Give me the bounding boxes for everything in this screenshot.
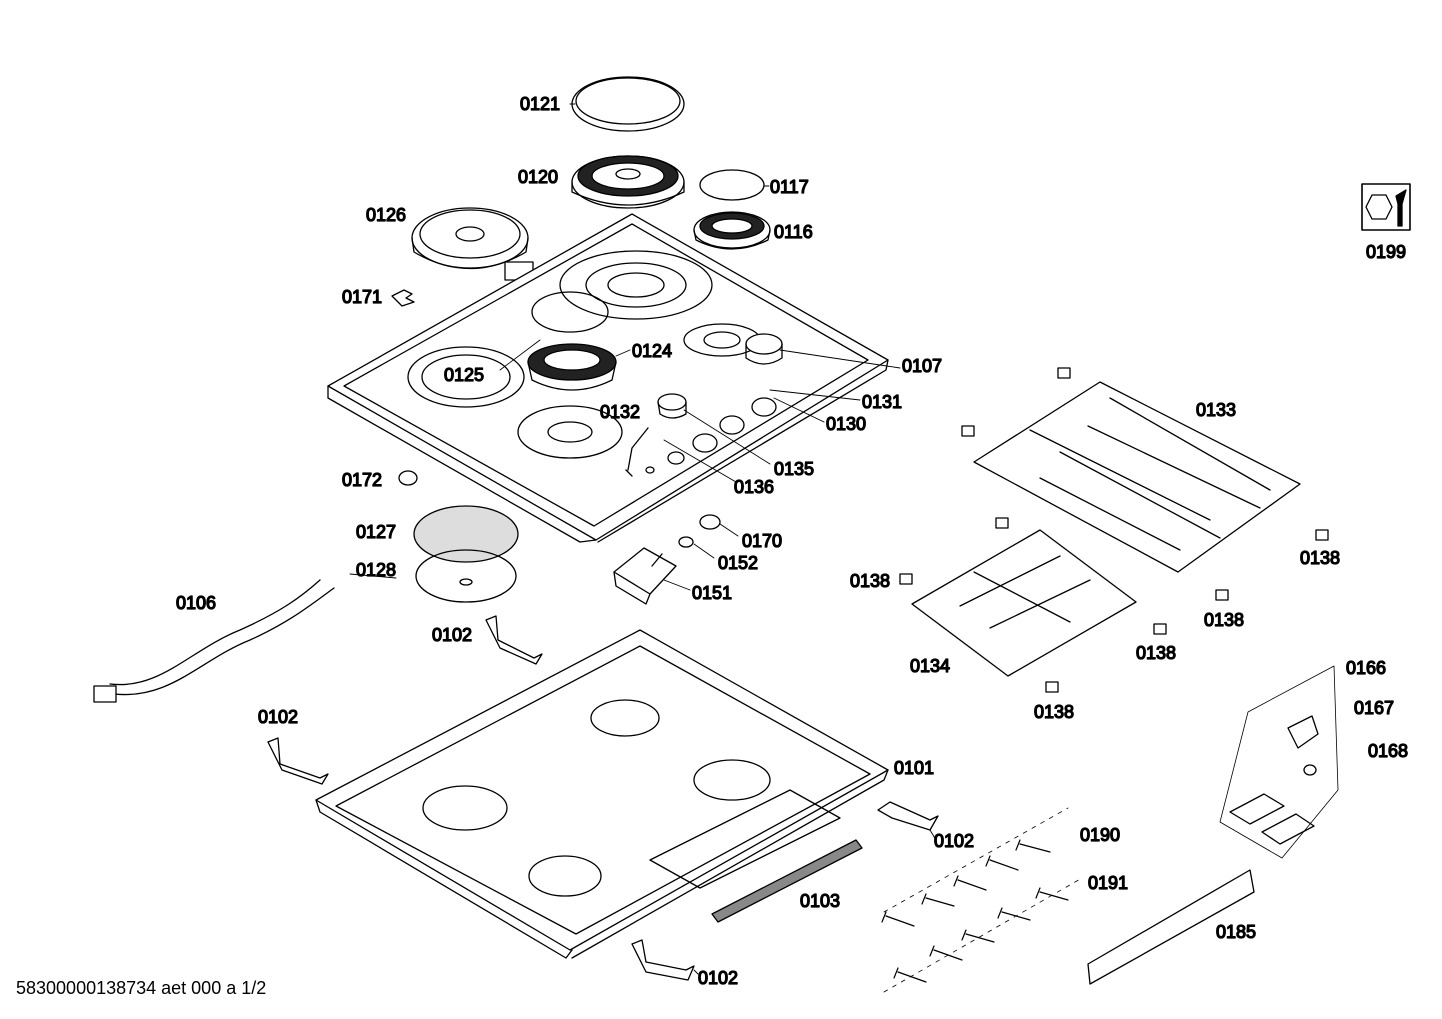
wrench-tool-icon — [1361, 183, 1411, 231]
burner-ring-semi-rapid — [527, 291, 617, 391]
hotplate-rapid — [411, 207, 534, 281]
label-0191: 0191 — [1088, 873, 1128, 893]
screw-set — [881, 807, 1083, 993]
label-0185: 0185 — [1216, 922, 1256, 942]
bracket-clip — [391, 289, 415, 307]
nut-hex — [398, 470, 418, 486]
label-0128: 0128 — [356, 560, 396, 580]
label-0117: 0117 — [770, 177, 809, 197]
thermocouple — [625, 427, 649, 477]
gas-connection-kit — [1219, 665, 1339, 859]
gas-valve — [613, 547, 677, 605]
control-knob — [745, 333, 783, 365]
label-0134: 0134 — [910, 656, 950, 676]
pan-support-small — [911, 529, 1137, 677]
label-0106: 0106 — [176, 593, 216, 613]
label-0102-a: 0102 — [432, 625, 472, 645]
label-0102-b: 0102 — [258, 707, 298, 727]
seal-strip — [711, 839, 863, 923]
label-0121: 0121 — [520, 94, 560, 114]
pan-support-large — [973, 381, 1301, 573]
bracket-3 — [877, 801, 939, 831]
label-0125: 0125 — [444, 365, 484, 385]
label-0107: 0107 — [902, 356, 942, 376]
cable-connector — [93, 685, 117, 703]
hotplate-underside — [413, 505, 519, 603]
label-0132: 0132 — [600, 402, 640, 422]
drawing-reference-code: 58300000138734 aet 000 a 1/2 — [16, 978, 267, 998]
label-0170: 0170 — [742, 531, 782, 551]
label-0138-a: 0138 — [850, 571, 890, 591]
label-0126: 0126 — [366, 205, 406, 225]
label-0120: 0120 — [518, 167, 558, 187]
label-0101: 0101 — [894, 758, 934, 778]
label-0135: 0135 — [774, 459, 814, 479]
label-0166: 0166 — [1346, 658, 1386, 678]
bracket-1 — [485, 615, 543, 665]
burner-cap-small — [699, 169, 765, 201]
gasket-strip — [1087, 869, 1255, 985]
label-0172: 0172 — [342, 470, 382, 490]
label-0127: 0127 — [356, 522, 396, 542]
label-0151: 0151 — [692, 583, 732, 603]
label-0131: 0131 — [862, 392, 902, 412]
washer-large — [699, 514, 721, 530]
label-0136: 0136 — [734, 477, 774, 497]
label-0138-b: 0138 — [1300, 548, 1340, 568]
label-0102-d: 0102 — [698, 968, 738, 988]
rubber-feet — [899, 367, 1329, 693]
label-0130: 0130 — [826, 414, 866, 434]
burner-cap-large — [571, 76, 685, 132]
burner-ring-large — [571, 155, 685, 209]
label-0133: 0133 — [1196, 400, 1236, 420]
label-0138-c: 0138 — [1204, 610, 1244, 630]
label-0138-e: 0138 — [1034, 702, 1074, 722]
burner-ring-small — [693, 211, 771, 250]
knob-rear — [657, 393, 687, 419]
base-tray — [315, 629, 889, 959]
label-0102-c: 0102 — [934, 831, 974, 851]
bracket-4 — [631, 939, 695, 981]
label-0138-d: 0138 — [1136, 643, 1176, 663]
label-0190: 0190 — [1080, 825, 1120, 845]
label-0103: 0103 — [800, 891, 840, 911]
bracket-2 — [267, 737, 329, 785]
power-cable — [109, 579, 335, 696]
label-0199: 0199 — [1366, 242, 1406, 262]
leader-lines — [349, 103, 937, 975]
label-0171: 0171 — [342, 287, 382, 307]
label-0124: 0124 — [632, 341, 672, 361]
label-0152: 0152 — [718, 553, 758, 573]
label-0168: 0168 — [1368, 741, 1408, 761]
label-0167: 0167 — [1354, 698, 1394, 718]
washer-small — [678, 536, 694, 548]
hob-top-plate — [327, 213, 889, 543]
label-0116: 0116 — [774, 222, 813, 242]
